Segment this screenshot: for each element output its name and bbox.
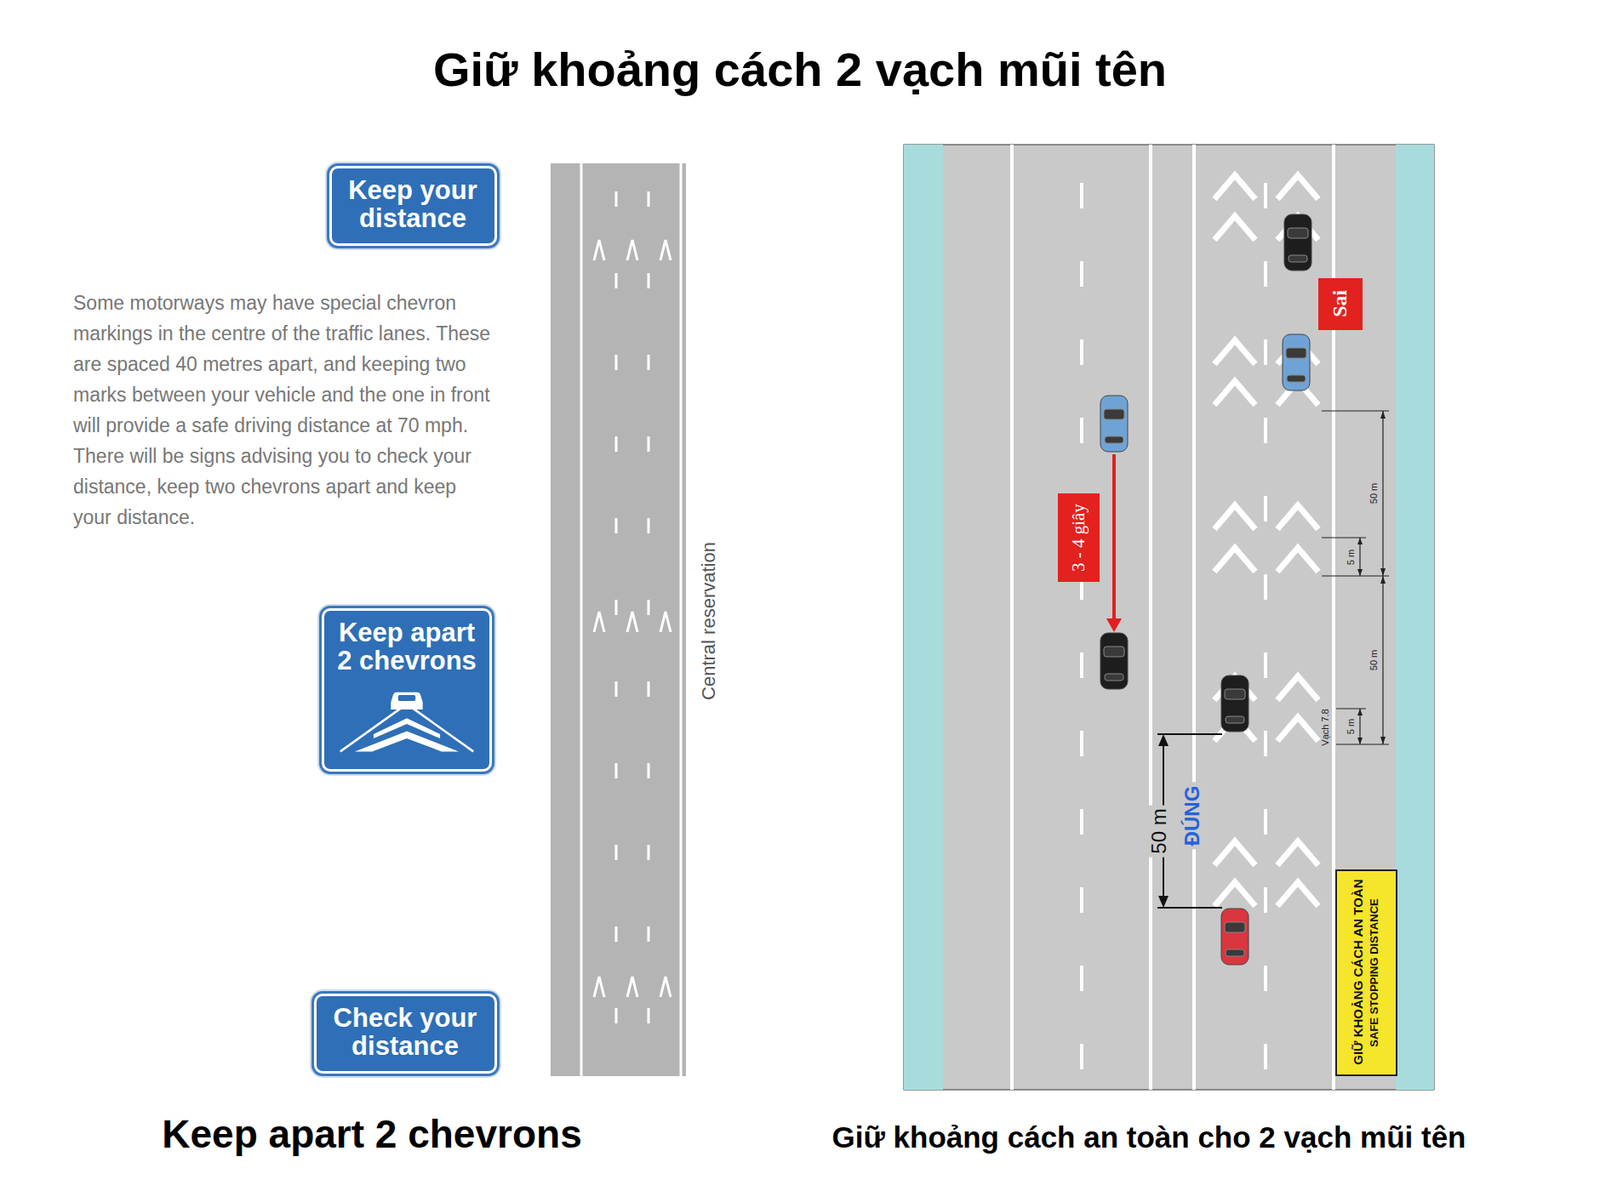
box-text: 3 - 4 giây [1068, 503, 1089, 572]
extension-line [1321, 410, 1389, 412]
road-plan [903, 144, 1435, 1091]
chevron-mark [627, 977, 638, 998]
lane-solid-line [1148, 144, 1153, 1091]
road-sign: Check your distance [314, 994, 498, 1075]
sign-text: Check your distance [323, 1005, 488, 1062]
arrow-head [1158, 734, 1169, 747]
extension-line [1157, 907, 1223, 909]
lane-edge-line [580, 163, 583, 1077]
lane-solid-line [1010, 144, 1014, 1091]
arrow-head [1357, 708, 1363, 716]
chevron-mark [1277, 676, 1319, 701]
chevron-mark [594, 977, 605, 998]
chevron-mark [1214, 882, 1256, 907]
chevron-mark [627, 611, 638, 633]
arrow-head [1357, 737, 1363, 745]
extension-line [1336, 708, 1366, 709]
arrow-head [1380, 568, 1386, 577]
lane-dash-line [615, 191, 618, 1077]
box-text: GIỮ KHOẢNG CÁCH AN TOÀN [1350, 880, 1366, 1066]
dimension-label: 5 m [1345, 719, 1357, 735]
chevron-sign-icon [334, 680, 480, 760]
chevron-mark [1214, 841, 1256, 866]
arrow-head [1380, 411, 1386, 419]
arrow-head [1106, 618, 1122, 633]
chevron-mark [1277, 841, 1319, 866]
sign-text: Keep apart 2 chevrons [331, 619, 483, 676]
road-surface [550, 163, 686, 1077]
car-red [1221, 908, 1249, 966]
box-text: Sai [1328, 290, 1353, 318]
lane-dash-line [1263, 182, 1268, 1091]
axis-label: Central reservation [697, 542, 720, 701]
chevron-mark [660, 240, 671, 261]
car-icon [390, 692, 423, 710]
arrow-head [1158, 896, 1169, 909]
chevron-icon [354, 731, 459, 752]
page-title: Giữ khoảng cách 2 vạch mũi tên [433, 42, 1167, 98]
arrow-head [1380, 737, 1386, 745]
motorway-strip [550, 163, 686, 1077]
marking-label: Vạch 7.8 [1320, 708, 1332, 746]
caption-right: Giữ khoảng cách an toàn cho 2 vạch mũi t… [832, 1120, 1467, 1155]
lane-solid-line [1192, 144, 1196, 1091]
chevron-mark [660, 611, 671, 633]
extension-line [1336, 743, 1389, 745]
extension-line [1321, 537, 1366, 538]
dimension-label: 50 m [1368, 650, 1380, 671]
chevron-mark [1277, 882, 1319, 907]
caption: Keep apart 2 chevrons [161, 1112, 582, 1158]
verdict-label: ĐÚNG [1180, 782, 1205, 851]
chevron-mark [1277, 717, 1319, 742]
road-sign: Keep apart 2 chevrons [321, 608, 492, 772]
chevron-mark [1214, 505, 1256, 530]
lane-edge-line [680, 163, 683, 1077]
verge [903, 144, 943, 1091]
chevron-mark [594, 240, 605, 261]
verge [1395, 144, 1435, 1091]
chevron-mark [1214, 175, 1256, 200]
box-text: SAFE STOPPING DISTANCE [1368, 898, 1382, 1047]
car-blue [1100, 395, 1128, 452]
chevron-mark [627, 240, 638, 261]
note-paragraph: Some motorways may have special chevron … [73, 287, 495, 533]
road-surface [903, 144, 1435, 1091]
arrow-head [1357, 537, 1363, 545]
chevron-mark [1214, 216, 1256, 240]
chevron-mark [660, 977, 671, 998]
car-black [1100, 633, 1128, 690]
lane-dash-line [1080, 182, 1084, 1091]
arrow-head [1380, 576, 1386, 584]
chevron-mark [1277, 505, 1319, 530]
dimension-label: 50 m [1368, 483, 1380, 504]
chevron-mark [594, 611, 605, 633]
car-black [1284, 214, 1312, 271]
car-blue [1282, 334, 1310, 391]
arrow-head [1357, 569, 1363, 577]
chevron-mark [1277, 548, 1319, 572]
dimension-label: 5 m [1345, 549, 1357, 566]
extension-line [1321, 575, 1389, 577]
sign-text: Keep your distance [338, 177, 488, 234]
car-window [398, 695, 416, 702]
extension-line [1157, 733, 1223, 736]
label-box: 3 - 4 giây [1057, 493, 1100, 583]
chevron-mark [1277, 175, 1319, 200]
dimension-label: 50 m [1147, 805, 1172, 858]
lane-dash-line [647, 191, 651, 1077]
label-box: GIỮ KHOẢNG CÁCH AN TOÀNSAFE STOPPING DIS… [1335, 869, 1398, 1077]
car-black [1221, 675, 1249, 732]
chevron-mark [1214, 381, 1256, 406]
gap-arrow [1112, 454, 1116, 622]
road-sign: Keep your distance [329, 165, 498, 246]
chevron-mark [1214, 340, 1256, 365]
chevron-mark [1214, 548, 1256, 572]
label-box: Sai [1318, 278, 1363, 331]
